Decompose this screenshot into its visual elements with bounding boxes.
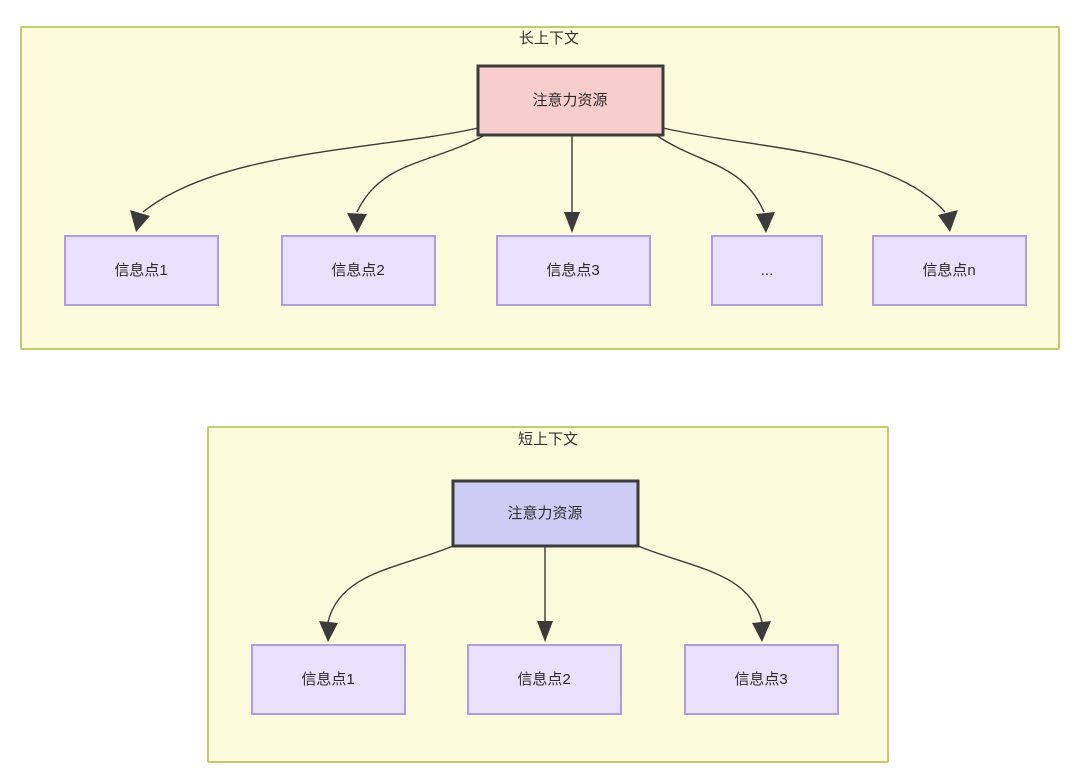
- node-box[interactable]: [684, 644, 839, 715]
- edge-hub-to-info-3: [564, 136, 580, 233]
- edge-hub-to-info-3-short: [637, 545, 771, 642]
- node-box[interactable]: [476, 64, 665, 137]
- node-box[interactable]: [496, 235, 651, 306]
- panel-title-short-context: 短上下文: [518, 431, 578, 448]
- edge-group-long-context: [130, 127, 958, 233]
- node-attention-resource-long[interactable]: 注意力资源: [476, 64, 665, 137]
- arrow-head-icon: [756, 212, 775, 233]
- arrow-head-icon: [537, 621, 553, 642]
- panel-short-context: 短上下文 注意力资源: [207, 426, 889, 763]
- edge-hub-to-info-1: [130, 127, 479, 232]
- node-label: 信息点1: [114, 262, 167, 279]
- node-label: 注意力资源: [532, 91, 607, 109]
- node-info-point-1-long[interactable]: 信息点1: [64, 235, 219, 306]
- node-label: 信息点1: [301, 671, 354, 688]
- node-box[interactable]: [251, 644, 406, 715]
- node-label: 信息点3: [734, 671, 787, 688]
- arrow-head-icon: [319, 621, 338, 642]
- panel-title-long-context: 长上下文: [519, 30, 579, 47]
- edge-group-short-context: [319, 545, 771, 642]
- node-info-point-3-short[interactable]: 信息点3: [684, 644, 839, 715]
- node-label: 信息点2: [517, 671, 570, 688]
- node-box[interactable]: [467, 644, 622, 715]
- node-box[interactable]: [711, 235, 823, 306]
- node-box[interactable]: [64, 235, 219, 306]
- panel-long-context: 长上下文: [20, 26, 1060, 350]
- arrow-head-icon: [347, 213, 367, 233]
- node-info-point-2-long[interactable]: 信息点2: [281, 235, 436, 306]
- node-box[interactable]: [872, 235, 1027, 306]
- node-info-point-ellipsis-long[interactable]: ...: [711, 235, 823, 306]
- arrow-head-icon: [752, 621, 771, 642]
- node-info-point-3-long[interactable]: 信息点3: [496, 235, 651, 306]
- edge-hub-to-info-1-short: [319, 545, 454, 642]
- node-box[interactable]: [281, 235, 436, 306]
- node-label: ...: [761, 262, 774, 279]
- node-info-point-n-long[interactable]: 信息点n: [872, 235, 1027, 306]
- node-attention-resource-short[interactable]: 注意力资源: [451, 479, 640, 548]
- node-label: 信息点3: [546, 262, 599, 279]
- node-info-point-1-short[interactable]: 信息点1: [251, 644, 406, 715]
- edge-hub-to-info-n: [662, 127, 958, 232]
- arrow-head-icon: [130, 210, 150, 232]
- node-label: 信息点n: [922, 262, 975, 279]
- arrow-head-icon: [564, 212, 580, 233]
- node-box[interactable]: [451, 479, 640, 548]
- node-label: 注意力资源: [507, 504, 582, 522]
- edge-hub-to-info-2: [347, 134, 486, 233]
- node-label: 信息点2: [331, 262, 384, 279]
- node-info-point-2-short[interactable]: 信息点2: [467, 644, 622, 715]
- edge-hub-to-info-2-short: [537, 547, 553, 642]
- edge-hub-to-info-ellipsis: [655, 134, 775, 233]
- arrow-head-icon: [938, 210, 958, 232]
